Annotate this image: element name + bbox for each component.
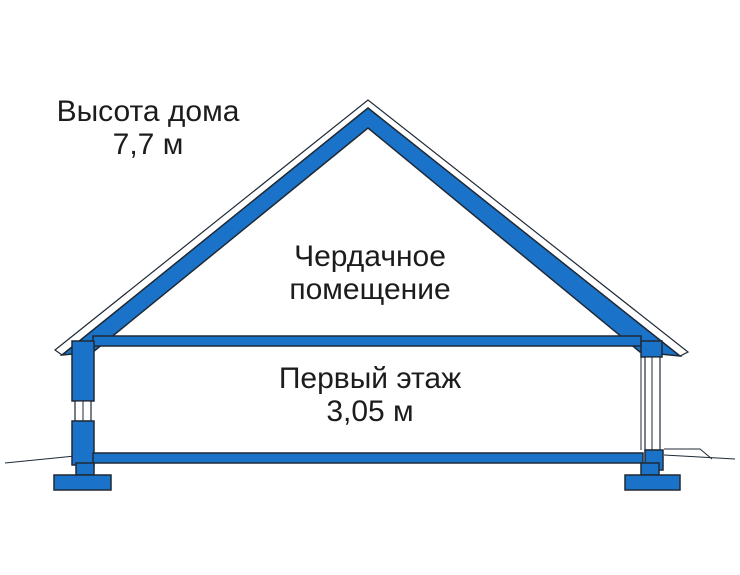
house-height-label: Высота дома 7,7 м bbox=[28, 95, 268, 161]
house-height-title: Высота дома bbox=[56, 95, 240, 128]
right-wall-top bbox=[640, 340, 663, 358]
left-wall-lower bbox=[71, 420, 95, 466]
attic-floor-slab bbox=[92, 335, 642, 347]
first-floor-label-line1: Первый этаж bbox=[278, 362, 462, 395]
right-footing bbox=[624, 474, 681, 491]
attic-label: Чердачное помещение bbox=[250, 240, 490, 306]
left-footing bbox=[53, 474, 112, 491]
first-floor-label-line2: 3,05 м bbox=[326, 395, 414, 428]
attic-label-line2: помещение bbox=[289, 273, 451, 306]
right-footing-stem bbox=[640, 462, 660, 476]
left-footing-stem bbox=[75, 462, 95, 476]
first-floor-label: Первый этаж 3,05 м bbox=[230, 362, 510, 428]
attic-label-line1: Чердачное bbox=[294, 240, 446, 273]
ground-floor-slab bbox=[92, 452, 644, 464]
ground-step bbox=[664, 448, 713, 460]
left-wall-upper bbox=[71, 340, 95, 402]
house-height-value: 7,7 м bbox=[112, 128, 184, 161]
